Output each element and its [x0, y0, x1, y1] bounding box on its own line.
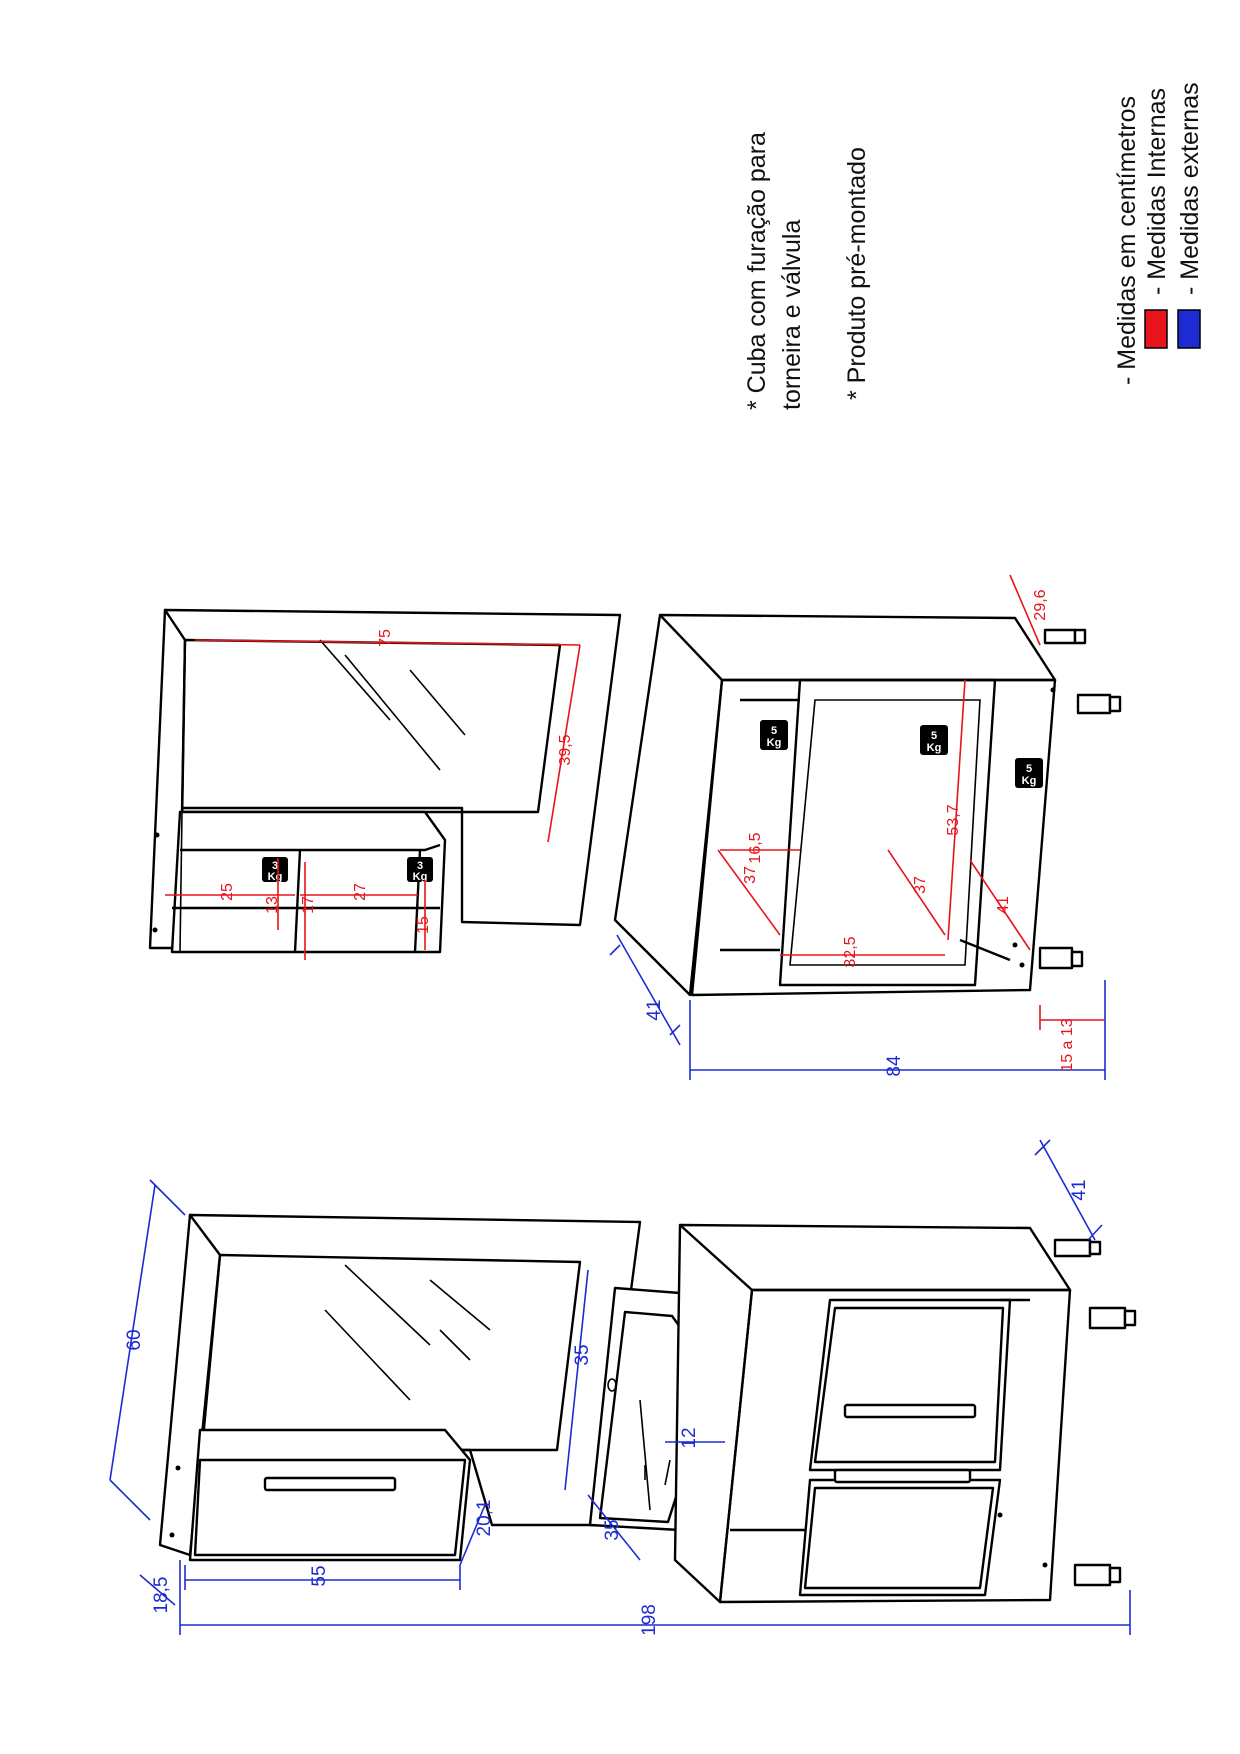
dim-mirror-75: 75: [194, 629, 581, 647]
dim-vanity-41-blue: 41: [609, 934, 681, 1046]
dim-wall-cabinet-55: 55: [184, 1565, 461, 1590]
legend: - Medidas em centímetros - Medidas Inter…: [1113, 82, 1204, 385]
weight-icon-5kg-a: 5 Kg: [760, 720, 788, 750]
svg-text:37: 37: [912, 876, 929, 894]
svg-text:35: 35: [572, 1344, 593, 1365]
svg-text:13: 13: [264, 896, 281, 914]
dim-drawer-16-5: 16,5: [720, 832, 800, 864]
svg-text:35: 35: [602, 1519, 623, 1540]
svg-text:75: 75: [377, 629, 394, 647]
svg-text:53,7: 53,7: [945, 804, 962, 835]
svg-text:12: 12: [679, 1427, 700, 1448]
dim-total-198: 198: [179, 1560, 1131, 1636]
svg-text:5: 5: [1026, 763, 1032, 775]
assembled-mirror-cabinet: [158, 1213, 642, 1562]
note-basin-holes: * Cuba com furação para torneira e válvu…: [743, 132, 806, 410]
svg-text:torneira e válvula: torneira e válvula: [778, 220, 806, 410]
svg-text:32,5: 32,5: [842, 936, 859, 967]
dim-leg-15a13: 15 a 13: [1039, 1005, 1105, 1072]
svg-text:* Cuba com furação para: * Cuba com furação para: [743, 132, 771, 410]
dim-basin-35-b: 35: [587, 1494, 641, 1561]
svg-text:Kg: Kg: [1022, 775, 1037, 787]
dim-depth-18-5: 18,5: [139, 1574, 176, 1614]
svg-text:5: 5: [771, 725, 777, 737]
weight-icon-5kg-c: 5 Kg: [1015, 758, 1043, 788]
assembled-vanity: [673, 1223, 1137, 1604]
dim-basin-35-a: 35: [564, 1269, 593, 1491]
svg-text:18,5: 18,5: [151, 1577, 172, 1614]
weight-icon-3kg-a: 3 Kg: [262, 857, 288, 883]
svg-text:* Produto pré-montado: * Produto pré-montado: [843, 147, 871, 400]
legend-internal-swatch: [1144, 309, 1168, 349]
svg-text:20,1: 20,1: [474, 1500, 495, 1537]
svg-text:29,6: 29,6: [1032, 589, 1049, 620]
svg-text:60: 60: [124, 1329, 145, 1350]
svg-text:55: 55: [309, 1565, 330, 1586]
dim-top-29-6: 29,6: [1009, 574, 1049, 646]
dim-vanity-84-blue: 84: [689, 980, 1106, 1080]
dim-drawer-37a: 37: [717, 849, 781, 936]
svg-text:Kg: Kg: [927, 742, 942, 754]
open-vanity: [613, 613, 1122, 997]
dim-shelf-25: 25: [165, 883, 295, 901]
dim-mirror-60: 60: [109, 1179, 186, 1521]
svg-text:39,5: 39,5: [557, 734, 574, 765]
svg-text:84: 84: [884, 1055, 905, 1077]
dim-shelf-15: 15: [415, 880, 432, 950]
dim-shelf-13: 13: [264, 858, 281, 930]
svg-text:41: 41: [995, 896, 1012, 914]
svg-text:15: 15: [415, 916, 432, 934]
svg-text:27: 27: [352, 883, 369, 901]
svg-text:Kg: Kg: [268, 871, 283, 883]
svg-text:3: 3: [272, 860, 278, 872]
dim-drawer-53-7: 53,7: [945, 679, 966, 941]
dim-shelf-27: 27: [300, 883, 418, 901]
svg-text:- Medidas em centímetros: - Medidas em centímetros: [1113, 96, 1141, 385]
svg-text:41: 41: [1069, 1179, 1090, 1200]
dim-basin-12: 12: [665, 1427, 725, 1449]
svg-text:25: 25: [219, 883, 236, 901]
svg-text:15 a 13: 15 a 13: [1059, 1018, 1076, 1071]
svg-text:- Medidas externas: - Medidas externas: [1176, 82, 1204, 295]
dim-wall-depth-20-1: 20,1: [459, 1500, 495, 1566]
svg-text:5: 5: [931, 730, 937, 742]
svg-text:Kg: Kg: [413, 871, 428, 883]
svg-text:41: 41: [644, 999, 665, 1020]
dim-mirror-39-5: 39,5: [547, 644, 581, 843]
svg-text:198: 198: [639, 1604, 660, 1636]
dim-drawer-32-5: 32,5: [780, 936, 945, 968]
svg-text:Kg: Kg: [767, 737, 782, 749]
svg-text:3: 3: [417, 860, 423, 872]
legend-external-swatch: [1177, 309, 1201, 349]
svg-text:- Medidas Internas: - Medidas Internas: [1143, 88, 1171, 295]
weight-icon-5kg-b: 5 Kg: [920, 725, 948, 755]
svg-text:37: 37: [742, 866, 759, 884]
dim-shelf-41: 41: [969, 859, 1031, 951]
note-preassembled: * Produto pré-montado: [843, 147, 871, 400]
dim-vanity-41: 41: [1034, 1139, 1103, 1241]
svg-text:17: 17: [300, 896, 317, 914]
dim-shelf-17: 17: [300, 862, 317, 960]
dim-drawer-37b: 37: [887, 849, 946, 936]
open-mirror-cabinet: [148, 608, 622, 954]
weight-icon-3kg-b: 3 Kg: [407, 857, 433, 883]
svg-text:16,5: 16,5: [747, 832, 764, 863]
